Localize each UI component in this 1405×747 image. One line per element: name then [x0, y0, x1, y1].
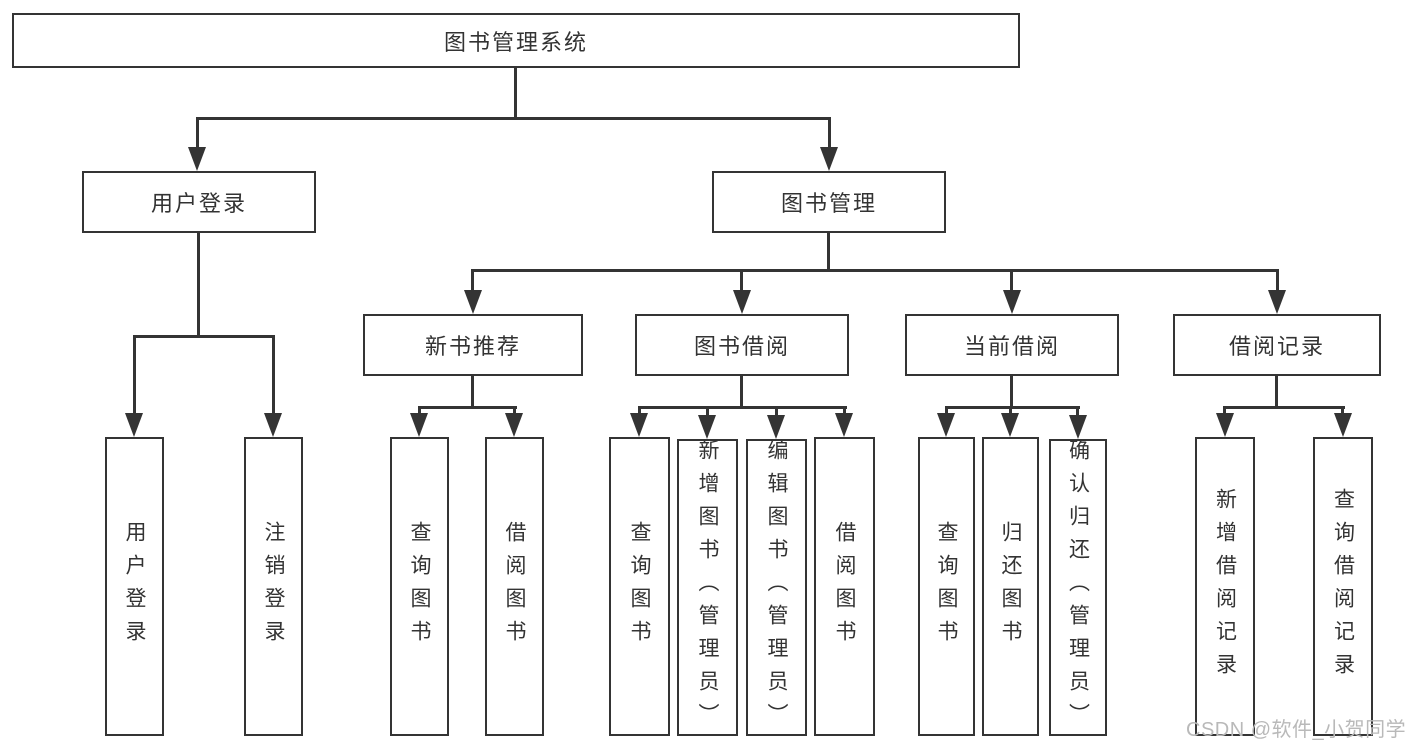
leaf-label: 注销登录 [262, 520, 285, 653]
leaf-borrow-books-recommend: 借阅图书 [485, 437, 544, 736]
arrow-down-icon [835, 413, 853, 437]
node-current-borrowing: 当前借阅 [905, 314, 1119, 376]
connector-line [1010, 376, 1013, 409]
leaf-return-books: 归还图书 [982, 437, 1039, 736]
connector-line [1009, 406, 1012, 418]
node-book-borrowing: 图书借阅 [635, 314, 849, 376]
node-user-login: 用户登录 [82, 171, 316, 233]
arrow-down-icon [1268, 290, 1286, 314]
connector-line [828, 117, 831, 151]
leaf-confirm-return-admin: 确认归还（管理员） [1049, 439, 1107, 736]
leaf-add-books-admin: 新增图书（管理员） [677, 439, 738, 736]
connector-line [638, 406, 847, 409]
node-library-management-system: 图书管理系统 [12, 13, 1020, 68]
connector-line [740, 376, 743, 409]
leaf-query-books-borrow: 查询图书 [609, 437, 670, 736]
arrow-down-icon [188, 147, 206, 171]
node-label: 借阅记录 [1228, 334, 1325, 359]
connector-line [471, 269, 474, 294]
node-label: 图书管理系统 [443, 29, 588, 55]
connector-line [1010, 269, 1013, 294]
arrow-down-icon [505, 413, 523, 437]
arrow-down-icon [125, 413, 143, 437]
connector-line [196, 117, 831, 120]
leaf-label: 新增图书（管理员） [696, 439, 719, 736]
leaf-add-borrow-record: 新增借阅记录 [1195, 437, 1255, 736]
node-new-book-recommendation: 新书推荐 [363, 314, 583, 376]
connector-line [945, 406, 1080, 409]
node-label: 当前借阅 [963, 334, 1060, 359]
arrow-down-icon [264, 413, 282, 437]
leaf-borrow-books: 借阅图书 [814, 437, 875, 736]
arrow-down-icon [1216, 413, 1234, 437]
leaf-logout: 注销登录 [244, 437, 303, 736]
connector-line [1276, 269, 1279, 294]
connector-line [1275, 376, 1278, 409]
leaf-query-books-current: 查询图书 [918, 437, 975, 736]
arrow-down-icon [1001, 413, 1019, 437]
connector-line [1076, 406, 1079, 418]
node-label: 新书推荐 [424, 334, 521, 359]
leaf-label: 归还图书 [999, 520, 1022, 653]
node-book-management: 图书管理 [712, 171, 946, 233]
connector-line [827, 233, 830, 271]
leaf-label: 借阅图书 [833, 520, 856, 653]
leaf-label: 新增借阅记录 [1213, 487, 1237, 686]
node-label: 用户登录 [150, 191, 247, 216]
arrow-down-icon [767, 415, 785, 439]
connector-line [418, 406, 517, 409]
connector-line [740, 269, 743, 294]
leaf-label: 确认归还（管理员） [1066, 439, 1090, 736]
arrow-down-icon [820, 147, 838, 171]
connector-line [513, 406, 516, 418]
connector-line [418, 406, 421, 418]
arrow-down-icon [1003, 290, 1021, 314]
arrow-down-icon [698, 415, 716, 439]
connector-line [638, 406, 641, 418]
leaf-label: 查询图书 [935, 520, 958, 653]
arrow-down-icon [410, 413, 428, 437]
connector-line [196, 117, 199, 151]
connector-line [1341, 406, 1344, 418]
arrow-down-icon [937, 413, 955, 437]
leaf-label: 用户登录 [123, 520, 146, 653]
leaf-label: 查询图书 [408, 520, 431, 653]
node-label: 图书管理 [780, 191, 877, 216]
csdn-watermark: CSDN @软件_小贺同学 [1186, 719, 1405, 741]
connector-line [471, 269, 1279, 272]
leaf-label: 编辑图书（管理员） [765, 439, 788, 736]
connector-line [133, 335, 136, 420]
leaf-query-books-recommend: 查询图书 [390, 437, 449, 736]
arrow-down-icon [1334, 413, 1352, 437]
connector-line [471, 376, 474, 409]
arrow-down-icon [464, 290, 482, 314]
connector-line [133, 335, 275, 338]
leaf-label: 借阅图书 [503, 520, 526, 653]
connector-line [272, 335, 275, 420]
connector-line [197, 233, 200, 338]
connector-line [775, 406, 778, 418]
leaf-label: 查询借阅记录 [1331, 487, 1355, 686]
connector-line [1223, 406, 1226, 418]
leaf-label: 查询图书 [628, 520, 651, 653]
connector-line [706, 406, 709, 418]
connector-line [843, 406, 846, 418]
connector-line [1223, 406, 1345, 409]
arrow-down-icon [1069, 415, 1087, 439]
leaf-edit-books-admin: 编辑图书（管理员） [746, 439, 807, 736]
node-borrowing-records: 借阅记录 [1173, 314, 1381, 376]
arrow-down-icon [733, 290, 751, 314]
leaf-user-login: 用户登录 [105, 437, 164, 736]
connector-line [945, 406, 948, 418]
arrow-down-icon [630, 413, 648, 437]
leaf-query-borrow-record: 查询借阅记录 [1313, 437, 1373, 736]
node-label: 图书借阅 [693, 334, 790, 359]
connector-line [514, 68, 517, 118]
